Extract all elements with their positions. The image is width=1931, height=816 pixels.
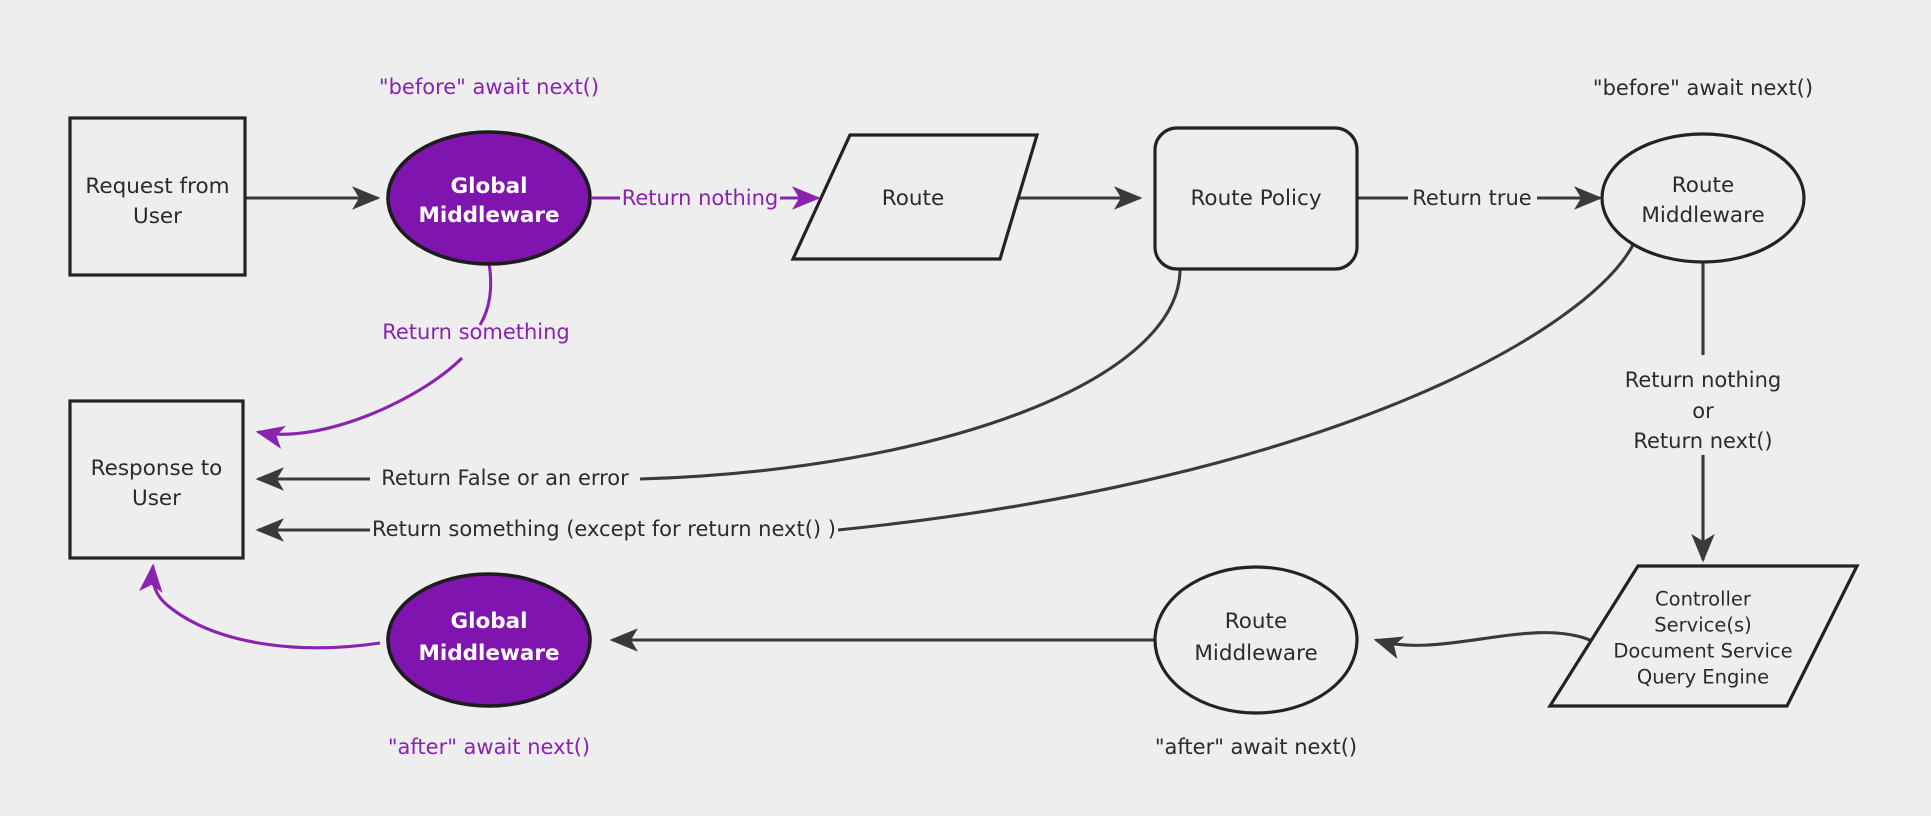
route-parallelogram-shape — [790, 133, 1040, 261]
route-middleware-bottom-label-line1: Route — [1225, 609, 1287, 634]
response-box-shape — [68, 399, 245, 560]
edge-label-return-something-except: Return something (except for return next… — [372, 517, 836, 541]
response-label-line2: User — [132, 486, 181, 511]
note-before-await-next-route-mw: "before" await next() — [1593, 76, 1813, 100]
edge-label-return-nothing-or-next-line2: or — [1692, 399, 1714, 423]
request-label-line1: Request from — [85, 174, 229, 199]
route-middleware-top-shape — [1600, 132, 1806, 264]
note-after-await-next-global: "after" await next() — [388, 735, 590, 759]
node-controller-services[interactable]: Controller Service(s) Document Service Q… — [1547, 564, 1860, 708]
global-middleware-top-shape — [386, 130, 592, 266]
global-middleware-top-label-line1: Global — [450, 174, 527, 199]
global-middleware-top-label-line2: Middleware — [418, 203, 559, 228]
response-label-line1: Response to — [91, 456, 223, 481]
note-before-await-next-global: "before" await next() — [379, 75, 599, 99]
edge-label-return-nothing-or-next-line1: Return nothing — [1625, 368, 1782, 392]
request-box-shape — [68, 116, 247, 277]
route-middleware-top-label-line1: Route — [1672, 173, 1734, 198]
global-middleware-bottom-label-line2: Middleware — [418, 641, 559, 666]
controller-label-line3: Document Service — [1613, 640, 1792, 663]
route-middleware-top-label-line2: Middleware — [1641, 203, 1764, 228]
node-response-to-user[interactable]: Response to User — [68, 399, 245, 560]
note-after-await-next-route-mw: "after" await next() — [1155, 735, 1357, 759]
controller-label-line1: Controller — [1655, 588, 1752, 611]
edge-global-mw-return-something-upper — [478, 262, 493, 326]
edge-label-return-true: Return true — [1412, 186, 1531, 210]
node-route-middleware-bottom[interactable]: Route Middleware — [1153, 565, 1359, 715]
edge-controller-to-route-mw-bottom — [1373, 631, 1591, 659]
route-middleware-bottom-shape — [1153, 565, 1359, 715]
controller-label-line2: Service(s) — [1654, 614, 1751, 637]
edge-label-return-something: Return something — [382, 320, 570, 344]
node-request-from-user[interactable]: Request from User — [68, 116, 247, 277]
edge-label-return-false-or-error: Return False or an error — [381, 466, 629, 490]
node-global-middleware-bottom[interactable]: Global Middleware — [386, 572, 592, 708]
node-route-policy[interactable]: Route Policy — [1153, 126, 1359, 271]
request-label-line2: User — [133, 204, 182, 229]
route-label: Route — [882, 186, 944, 211]
global-middleware-bottom-shape — [386, 572, 592, 708]
node-route-middleware-top[interactable]: Route Middleware — [1600, 132, 1806, 264]
edge-route-mw-to-response-curve — [837, 242, 1636, 532]
controller-label-line4: Query Engine — [1637, 666, 1769, 689]
edge-global-mw-to-response — [255, 356, 464, 449]
controller-parallelogram-shape — [1547, 564, 1860, 708]
route-policy-label: Route Policy — [1190, 186, 1321, 211]
edge-global-mw-bottom-to-response — [139, 563, 381, 650]
edge-route-policy-to-response-curve — [639, 268, 1182, 481]
edge-label-return-nothing-or-next-line3: Return next() — [1633, 429, 1772, 453]
route-policy-shape — [1153, 126, 1359, 271]
global-middleware-bottom-label-line1: Global — [450, 609, 527, 634]
edge-label-return-nothing: Return nothing — [622, 186, 779, 210]
route-middleware-bottom-label-line2: Middleware — [1194, 641, 1317, 666]
node-route[interactable]: Route — [790, 133, 1040, 261]
node-global-middleware-top[interactable]: Global Middleware — [386, 130, 592, 266]
